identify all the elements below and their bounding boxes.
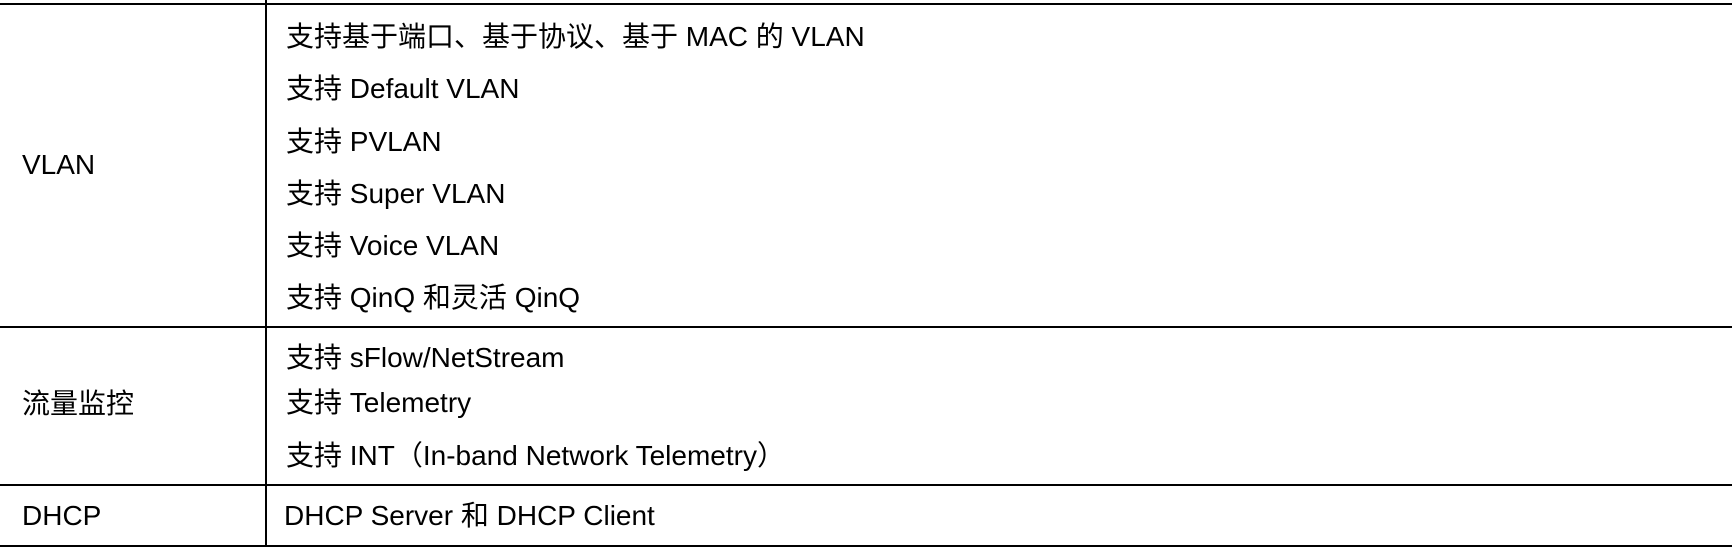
feature-item: DHCP Server 和 DHCP Client bbox=[284, 500, 655, 531]
feature-item: 支持 Default VLAN bbox=[286, 73, 520, 104]
feature-item: 支持基于端口、基于协议、基于 MAC 的 VLAN bbox=[286, 21, 865, 52]
category-cell: 流量监控 bbox=[22, 388, 135, 419]
category-cell: DHCP bbox=[22, 500, 102, 531]
feature-item: 支持 sFlow/NetStream bbox=[286, 342, 565, 373]
column-divider bbox=[265, 0, 267, 545]
feature-item: 支持 Telemetry bbox=[286, 387, 472, 418]
table-row-traffic-monitoring: 流量监控 支持 sFlow/NetStream 支持 Telemetry 支持 … bbox=[0, 328, 1732, 486]
category-cell: VLAN bbox=[22, 149, 96, 180]
feature-item: 支持 Super VLAN bbox=[286, 178, 506, 209]
feature-item: 支持 QinQ 和灵活 QinQ bbox=[286, 282, 581, 313]
table-top-border bbox=[0, 3, 1732, 5]
table-row-vlan: VLAN 支持基于端口、基于协议、基于 MAC 的 VLAN 支持 Defaul… bbox=[0, 5, 1732, 328]
feature-item: 支持 Voice VLAN bbox=[286, 230, 500, 261]
feature-item: 支持 INT（In-band Network Telemetry） bbox=[286, 440, 785, 471]
table-row-dhcp: DHCP DHCP Server 和 DHCP Client bbox=[0, 486, 1732, 547]
feature-item: 支持 PVLAN bbox=[286, 126, 442, 157]
